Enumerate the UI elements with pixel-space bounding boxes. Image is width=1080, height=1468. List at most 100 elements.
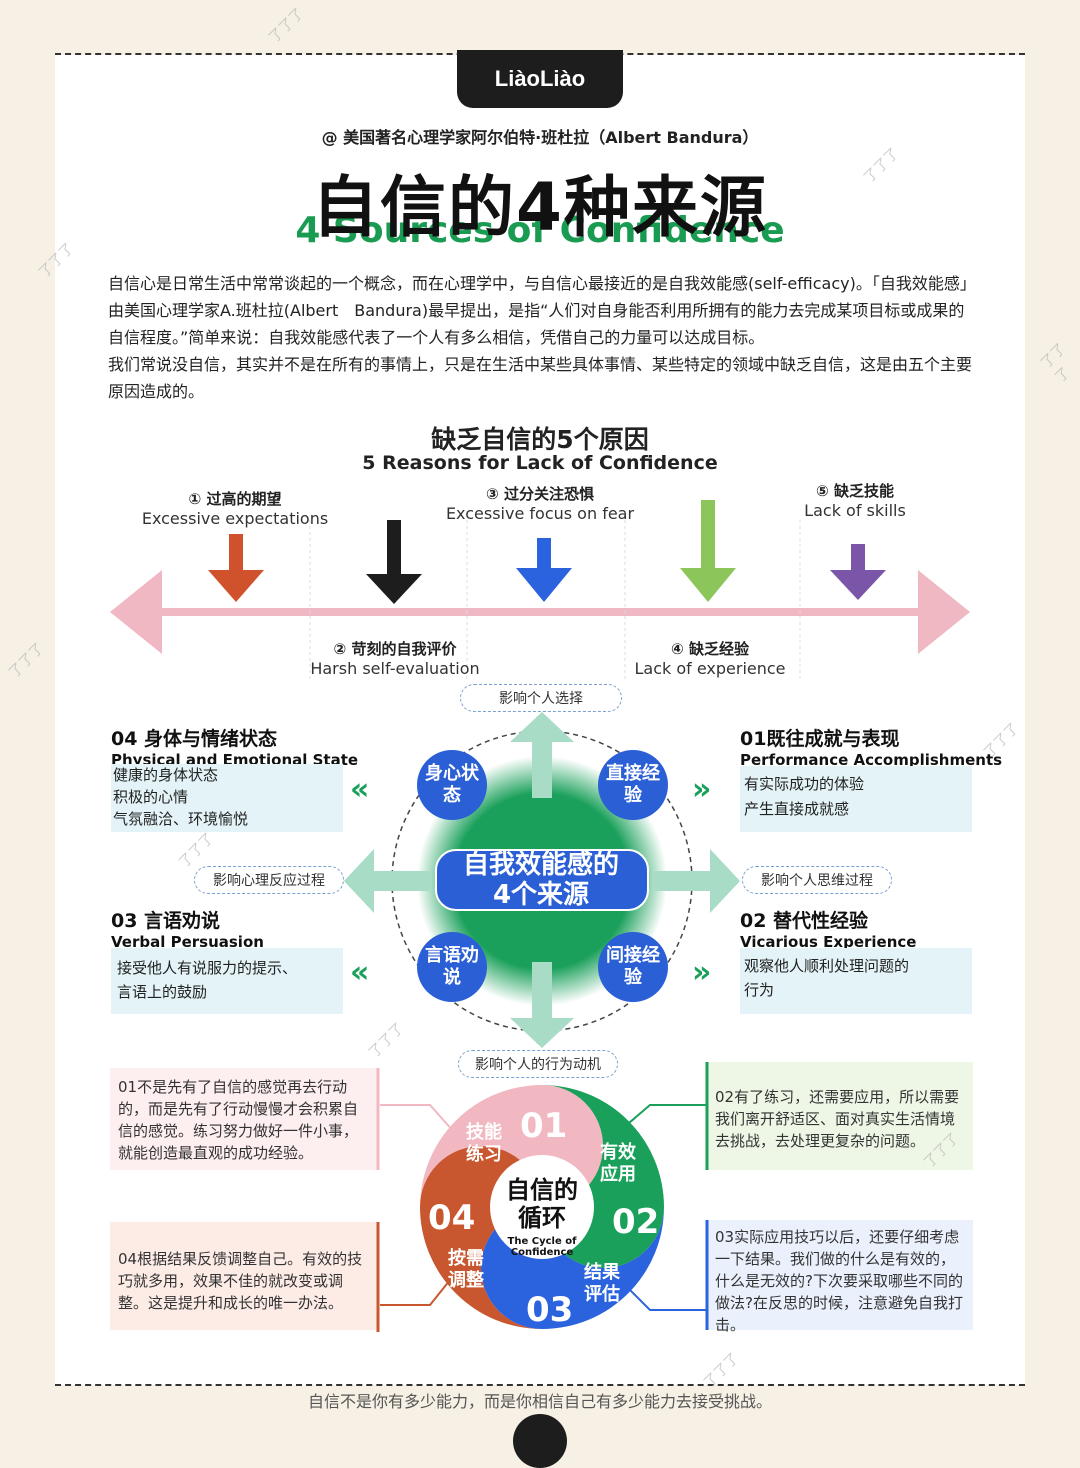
source-04-line-2: 积极的心情 bbox=[113, 788, 189, 806]
source-circle-direct: 直接经验 bbox=[598, 750, 668, 820]
cycle-center-title: 自信的循环 bbox=[506, 1176, 578, 1232]
timeline-left-arrowhead bbox=[110, 570, 162, 654]
source-04-box: 健康的身体状态 积极的心情 气氛融洽、环境愉悦 bbox=[111, 764, 343, 832]
cycle-diagram bbox=[110, 1062, 973, 1332]
cycle-text-box-2 bbox=[707, 1062, 973, 1170]
reason-4-cn: ④ 缺乏经验 bbox=[671, 640, 749, 658]
source-02-heading: 02 替代性经验 Vicarious Experience bbox=[740, 906, 916, 951]
reason-2-cn: ② 苛刻的自我评价 bbox=[333, 640, 457, 658]
reason-1-cn: ① 过高的期望 bbox=[188, 490, 282, 508]
footer-quote: 自信不是你有多少能力，而是你相信自己有多少能力去接受挑战。 bbox=[307, 1392, 772, 1411]
source-04-line-3: 气氛融洽、环境愉悦 bbox=[113, 810, 249, 828]
timeline-right-arrowhead bbox=[918, 570, 970, 654]
intro-text: 自信心是日常生活中常常谈起的一个概念，而在心理学中，与自信心最接近的是自我效能感… bbox=[108, 270, 976, 405]
reason-arrow-2 bbox=[366, 520, 422, 604]
title-en: 4 Sources of Confidence bbox=[295, 210, 785, 251]
chevron-left-icon: « bbox=[350, 772, 370, 807]
reason-5-cn: ⑤ 缺乏技能 bbox=[816, 482, 894, 500]
sources-center-label: 自我效能感的 4个来源 bbox=[438, 850, 644, 910]
source-02-box: 观察他人顺利处理问题的 行为 bbox=[740, 948, 972, 1014]
reason-arrow-3 bbox=[516, 538, 572, 602]
source-03-box: 接受他人有说服力的提示、 言语上的鼓励 bbox=[111, 948, 343, 1014]
cycle-center-disc bbox=[490, 1155, 594, 1259]
source-circle-physical: 身心状态 bbox=[417, 750, 487, 820]
influence-thinking-pill: 影响个人思维过程 bbox=[742, 866, 892, 894]
reason-3-cn: ③ 过分关注恐惧 bbox=[486, 485, 594, 503]
source-01-line-1: 有实际成功的体验 bbox=[744, 775, 865, 793]
source-02-en: Vicarious Experience bbox=[740, 933, 917, 951]
chevron-right-icon: » bbox=[692, 955, 712, 990]
source-02-line-2: 行为 bbox=[744, 981, 775, 999]
source-01-box: 有实际成功的体验 产生直接成就感 bbox=[740, 766, 972, 832]
cycle-text-4: 04根据结果反馈调整自己。有效的技巧就多用，效果不佳的就改变或调整。这是提升和成… bbox=[118, 1250, 363, 1312]
reason-4: ④ 缺乏经验 Lack of experience bbox=[610, 638, 810, 678]
source-02-title: 02 替代性经验 bbox=[740, 910, 869, 932]
page-title: 自信的4种来源 bbox=[312, 169, 768, 246]
cycle-label-1: 技能练习 bbox=[466, 1122, 502, 1165]
reason-3-en: Excessive focus on fear bbox=[445, 504, 635, 523]
source-04-title: 04 身体与情绪状态 bbox=[111, 728, 278, 750]
influence-choice-pill: 影响个人选择 bbox=[460, 684, 622, 712]
sources-center-box bbox=[435, 849, 649, 911]
timeline-axis bbox=[140, 608, 930, 616]
sources-center-line-1: 自我效能感的 bbox=[462, 850, 619, 880]
source-02-line-1: 观察他人顺利处理问题的 bbox=[744, 957, 910, 975]
cycle-label-2: 有效应用 bbox=[600, 1142, 636, 1185]
cycle-text-2: 02有了练习，还需要应用，所以需要我们离开舒适区、面对真实生活情境去挑战，去处理… bbox=[715, 1088, 960, 1150]
reason-arrow-4 bbox=[680, 500, 736, 602]
intro-paragraph-2: 我们常说没自信，其实并不是在所有的事情上，只是在生活中某些具体事情、某些特定的领… bbox=[108, 355, 973, 401]
source-03-line-1: 接受他人有说服力的提示、 bbox=[117, 959, 298, 977]
cycle-label-4: 按需调整 bbox=[448, 1248, 484, 1291]
source-01-line-2: 产生直接成就感 bbox=[744, 800, 850, 818]
intro-paragraph-1: 自信心是日常生活中常常谈起的一个概念，而在心理学中，与自信心最接近的是自我效能感… bbox=[108, 274, 976, 347]
reason-1-en: Excessive expectations bbox=[141, 509, 329, 528]
cycle-text-1: 01不是先有了自信的感觉再去行动的，而是先有了行动慢慢才会积累自信的感觉。练习努… bbox=[118, 1078, 359, 1162]
brand-logo: LiàoLiào bbox=[457, 50, 623, 108]
cycle-num-01: 01 bbox=[520, 1106, 568, 1146]
cycle-ring bbox=[420, 1085, 664, 1329]
reason-2-en: Harsh self-evaluation bbox=[310, 659, 480, 678]
reasons-timeline bbox=[110, 500, 970, 680]
source-03-title: 03 言语劝说 bbox=[111, 910, 221, 932]
reason-2: ② 苛刻的自我评价 Harsh self-evaluation bbox=[290, 638, 500, 678]
cycle-num-03: 03 bbox=[526, 1290, 574, 1330]
cycle-center-subtitle: The Cycle of Confidence bbox=[507, 1236, 577, 1258]
influence-arrows bbox=[344, 712, 740, 1048]
sources-diagram bbox=[344, 712, 740, 1048]
source-03-en: Verbal Persuasion bbox=[111, 933, 264, 951]
watermark: 了了了 bbox=[1038, 340, 1074, 386]
cycle-label-3: 结果评估 bbox=[584, 1262, 620, 1305]
cycle-text-3: 03实际应用技巧以后，还要仔细考虑一下结果。我们做的什么是有效的，什么是无效的?… bbox=[715, 1228, 963, 1334]
cycle-text-box-4 bbox=[110, 1222, 378, 1330]
timeline-separators bbox=[309, 520, 801, 680]
source-03-line-2: 言语上的鼓励 bbox=[117, 983, 208, 1001]
watermark: 了了了 bbox=[6, 640, 48, 682]
source-03-heading: 03 言语劝说 Verbal Persuasion bbox=[111, 906, 264, 951]
cycle-num-04: 04 bbox=[428, 1198, 476, 1238]
reason-5: ⑤ 缺乏技能 Lack of skills bbox=[770, 480, 940, 520]
reasons-subtitle: 5 Reasons for Lack of Confidence bbox=[362, 452, 718, 474]
footer-logo-badge bbox=[513, 1414, 567, 1468]
bottom-divider bbox=[55, 1384, 1025, 1386]
cycle-text-box-1 bbox=[110, 1068, 378, 1170]
reason-4-en: Lack of experience bbox=[634, 659, 786, 678]
source-01-en: Performance Accomplishments bbox=[740, 751, 1003, 769]
source-04-heading: 04 身体与情绪状态 Physical and Emotional State bbox=[111, 724, 358, 769]
source-circle-vicarious: 间接经验 bbox=[598, 932, 668, 1002]
reason-3: ③ 过分关注恐惧 Excessive focus on fear bbox=[430, 483, 650, 523]
reasons-title: 缺乏自信的5个原因 bbox=[431, 425, 649, 454]
cycle-text-box-3 bbox=[707, 1220, 973, 1330]
chevron-left-icon: « bbox=[350, 955, 370, 990]
reason-arrow-1 bbox=[208, 534, 264, 602]
chevron-right-icon: » bbox=[692, 772, 712, 807]
author-line: @ 美国著名心理学家阿尔伯特·班杜拉（Albert Bandura） bbox=[321, 128, 759, 147]
cycle-num-02: 02 bbox=[612, 1202, 660, 1242]
source-circle-verbal: 言语劝说 bbox=[417, 932, 487, 1002]
source-01-heading: 01既往成就与表现 Performance Accomplishments bbox=[740, 724, 1002, 769]
influence-motivation-pill: 影响个人的行为动机 bbox=[458, 1050, 618, 1078]
source-04-line-1: 健康的身体状态 bbox=[113, 766, 219, 784]
source-01-title: 01既往成就与表现 bbox=[740, 728, 900, 750]
watermark: 了了了 bbox=[266, 5, 308, 47]
reason-5-en: Lack of skills bbox=[804, 501, 906, 520]
reason-arrow-5 bbox=[830, 544, 886, 600]
